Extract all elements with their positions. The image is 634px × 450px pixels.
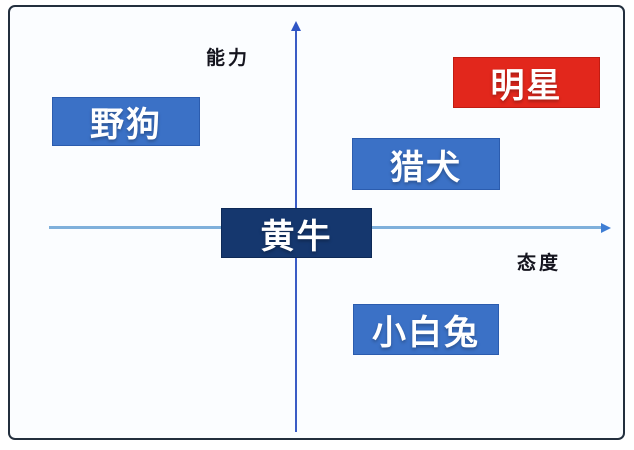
node-hound: 猎犬: [352, 138, 500, 190]
x-axis-label: 态度: [517, 253, 562, 274]
y-axis-label: 能力: [206, 48, 251, 69]
horizontal-axis-arrow-right-icon: [601, 223, 611, 233]
node-wild-dog: 野狗: [52, 97, 200, 146]
node-star: 明星: [453, 57, 600, 108]
vertical-axis-arrow-up-icon: [291, 21, 301, 31]
node-white-rabbit: 小白兔: [353, 304, 499, 355]
node-ox: 黄牛: [221, 208, 372, 258]
